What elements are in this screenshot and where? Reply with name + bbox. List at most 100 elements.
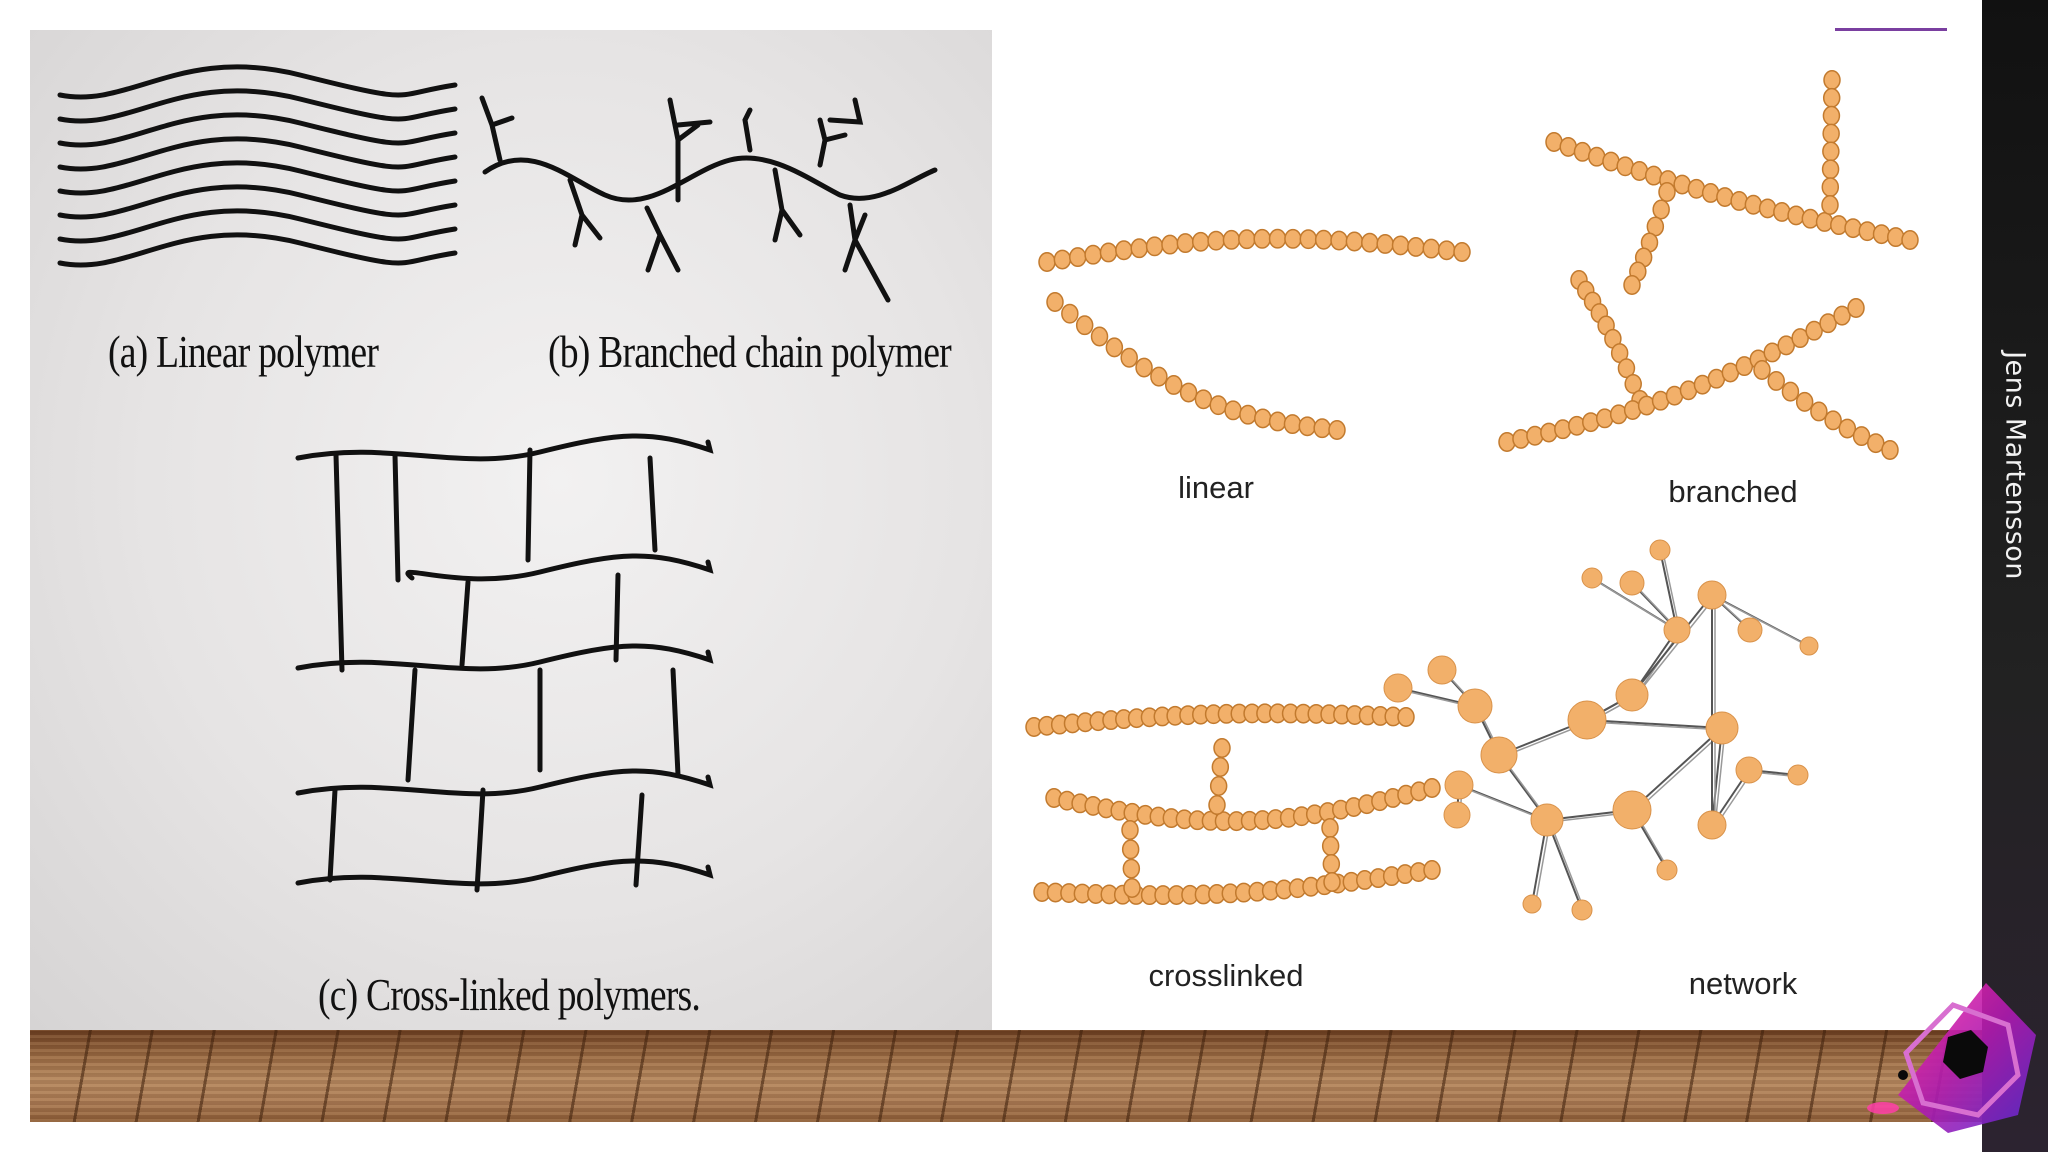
monomer-bead <box>1321 836 1340 856</box>
monomer-bead <box>1687 178 1706 199</box>
monomer-bead <box>1822 87 1841 108</box>
monomer-bead <box>1224 400 1242 421</box>
monomer-bead <box>1730 190 1748 211</box>
network-node <box>1457 688 1493 724</box>
monomer-bead <box>1284 228 1302 249</box>
monomer-bead <box>1602 151 1620 172</box>
branched-polymer-drawing <box>479 95 938 303</box>
monomer-bead <box>1822 123 1840 144</box>
monomer-bead <box>1299 229 1318 250</box>
network-node <box>1522 894 1542 914</box>
monomer-bead <box>1758 198 1777 219</box>
monomer-bead <box>1617 358 1636 379</box>
network-node <box>1530 803 1564 837</box>
monomer-bead <box>1046 292 1064 312</box>
polymer-chain-line <box>57 232 458 268</box>
monomer-bead <box>1213 738 1231 758</box>
polymer-chain-line <box>405 553 714 582</box>
monomer-bead <box>1858 221 1877 242</box>
monomer-bead <box>1540 422 1558 443</box>
network-node <box>1705 711 1739 745</box>
monomer-bead <box>1823 70 1841 90</box>
monomer-bead <box>1624 373 1642 394</box>
network-node <box>1480 736 1518 774</box>
monomer-bead <box>1123 878 1141 898</box>
monomer-bead <box>1822 141 1840 162</box>
polymer-chain-line <box>57 88 458 124</box>
network-node <box>1787 764 1809 786</box>
monomer-bead <box>1053 249 1072 270</box>
caption-crosslinked-polymers: (c) Cross-linked polymers. <box>318 969 701 1020</box>
crosslink-line <box>670 667 681 778</box>
polymer-chain-line <box>295 643 714 672</box>
monomer-bead <box>1207 230 1225 251</box>
monomer-bead <box>1135 357 1153 378</box>
monomer-bead <box>1130 238 1148 259</box>
monomer-bead <box>1238 229 1256 250</box>
network-node <box>1663 616 1691 644</box>
monomer-bead <box>1121 820 1139 840</box>
network-bond <box>1634 729 1726 813</box>
network-bond <box>1586 719 1723 729</box>
monomer-bead <box>1453 242 1471 262</box>
monomer-bead <box>1423 778 1441 798</box>
network-node <box>1697 810 1727 840</box>
monomer-bead <box>1833 305 1851 326</box>
monomer-bead <box>1283 414 1302 435</box>
polymer-branch-line <box>482 155 938 203</box>
network-node <box>1427 655 1457 685</box>
monomer-bead <box>1061 303 1079 324</box>
side-bar <box>1982 0 2048 1152</box>
polymer-branch-line <box>742 107 753 153</box>
bead-crosslinked-diagram <box>1025 703 1441 906</box>
monomer-bead <box>1321 818 1339 838</box>
monomer-bead <box>1815 212 1834 232</box>
monomer-bead <box>1852 426 1871 447</box>
monomer-bead <box>1084 244 1102 265</box>
caption-linear-polymer: (a) Linear polymer <box>108 326 379 377</box>
polymer-branch-line <box>667 97 713 203</box>
bead-linear-diagram <box>1038 228 1471 440</box>
monomer-bead <box>1787 205 1805 226</box>
monomer-bead <box>1115 240 1133 261</box>
crosslink-line <box>333 452 345 673</box>
monomer-bead <box>1209 395 1228 416</box>
crosslink-line <box>525 447 533 563</box>
monomer-bead <box>1075 315 1094 336</box>
monomer-bead <box>1773 202 1791 222</box>
crosslink-line <box>633 792 645 888</box>
monomer-bead <box>1830 215 1848 236</box>
network-node <box>1612 790 1652 830</box>
hexagon-logo-icon <box>1867 983 2036 1133</box>
polymer-branch-line <box>842 202 891 303</box>
monomer-bead <box>1161 234 1179 255</box>
monomer-bead <box>1512 428 1530 449</box>
network-node <box>1567 700 1607 740</box>
monomer-bead <box>1179 382 1198 403</box>
monomer-bead <box>1268 411 1287 432</box>
monomer-bead <box>1328 420 1346 440</box>
monomer-bead <box>1150 366 1168 387</box>
monomer-bead <box>1881 440 1899 460</box>
crosslinked-polymer-drawing <box>295 433 714 893</box>
crosslink-line <box>459 579 471 668</box>
monomer-bead <box>1652 199 1670 220</box>
network-node <box>1444 770 1474 800</box>
monomer-bead <box>1616 156 1634 177</box>
monomer-bead <box>1145 236 1164 257</box>
wooden-floor <box>30 1030 1982 1122</box>
monomer-bead <box>1038 252 1056 272</box>
monomer-bead <box>1120 347 1138 368</box>
top-accent-line <box>1835 28 1947 31</box>
monomer-bead <box>1498 432 1516 452</box>
monomer-bead <box>1847 298 1865 318</box>
monomer-bead <box>1176 233 1195 254</box>
monomer-bead <box>1819 313 1837 334</box>
polymer-chain-line <box>295 858 714 887</box>
monomer-bead <box>1254 408 1272 429</box>
right-figure-panel: linear branched crosslinked network <box>992 30 1982 1030</box>
monomer-bead <box>1801 208 1820 229</box>
monomer-bead <box>1824 410 1842 431</box>
monomer-bead <box>1268 228 1287 249</box>
monomer-bead <box>1887 227 1905 248</box>
